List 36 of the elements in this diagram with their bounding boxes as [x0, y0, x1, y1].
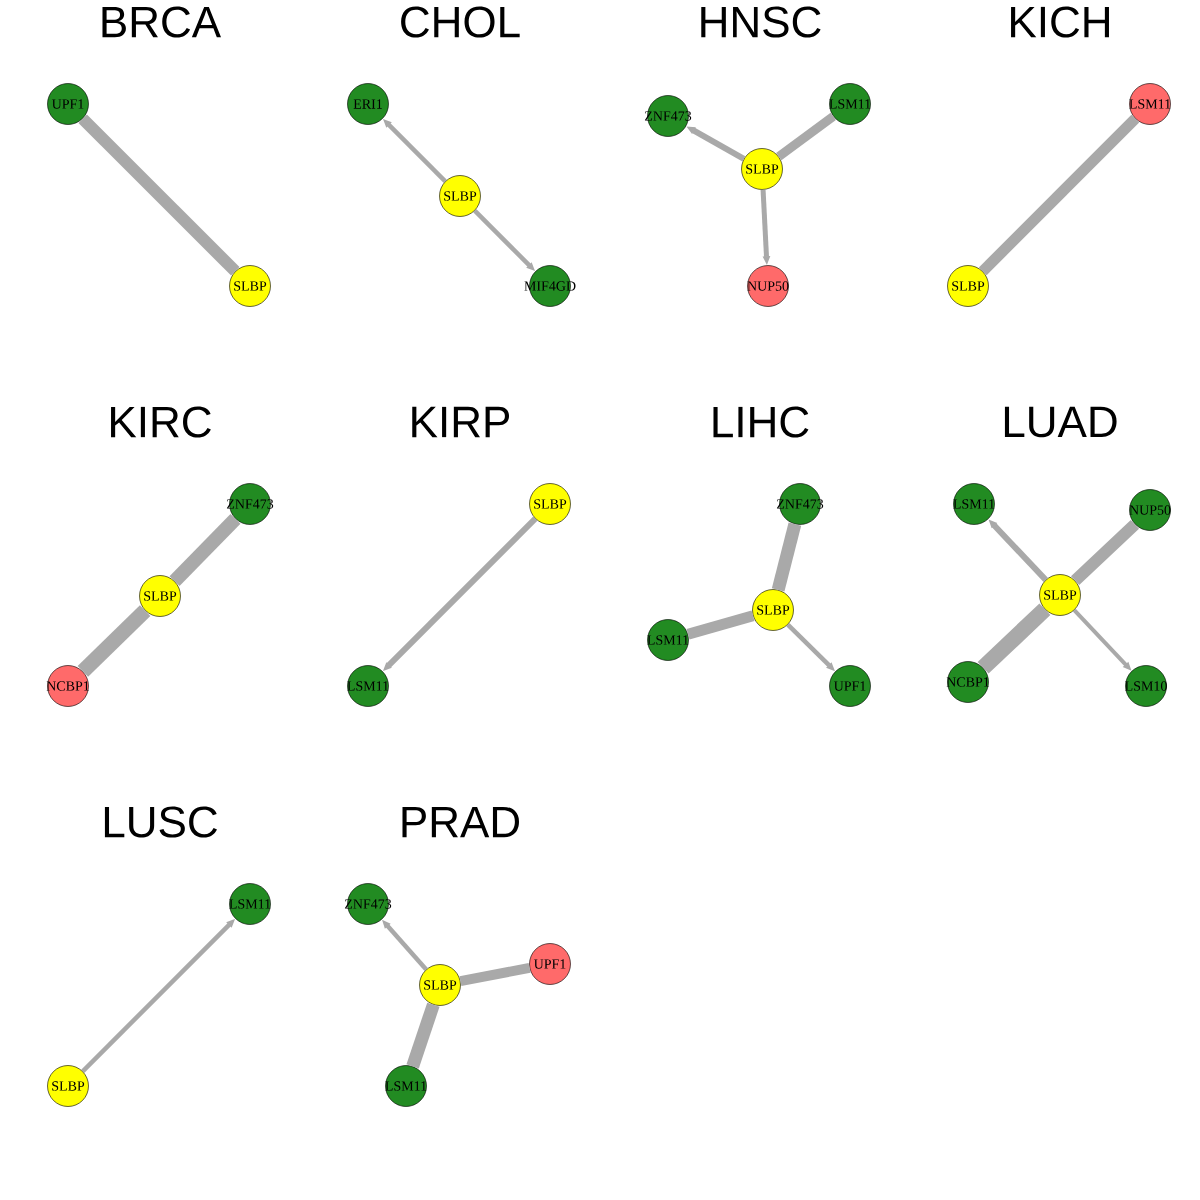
- gene-node: UPF1: [529, 943, 571, 985]
- gene-node: LSM11: [953, 483, 995, 525]
- gene-node: SLBP: [439, 175, 481, 217]
- gene-node: LSM11: [1129, 83, 1171, 125]
- panel-title: KICH: [1011, 6, 1109, 38]
- gene-node: SLBP: [529, 483, 571, 525]
- panel-title: KIRC: [111, 406, 211, 438]
- gene-node: LSM11: [647, 619, 689, 661]
- gene-node: LSM11: [229, 883, 271, 925]
- gene-node: NCBP1: [46, 665, 89, 707]
- gene-node: LSM10: [1125, 665, 1167, 707]
- gene-node: LSM11: [829, 83, 871, 125]
- gene-node: SLBP: [752, 589, 794, 631]
- gene-node: SLBP: [741, 148, 783, 190]
- gene-node: SLBP: [229, 265, 271, 307]
- panel-title: PRAD: [402, 806, 519, 838]
- panel-title: LIHC: [713, 406, 809, 438]
- gene-node: LSM11: [385, 1065, 427, 1107]
- gene-node: NUP50: [747, 265, 789, 307]
- panel-title: HNSC: [701, 6, 821, 38]
- gene-node: ERI1: [347, 83, 389, 125]
- gene-node: SLBP: [947, 265, 989, 307]
- gene-node: UPF1: [829, 665, 871, 707]
- gene-node: UPF1: [47, 83, 89, 125]
- gene-node: SLBP: [139, 575, 181, 617]
- panel-title: LUAD: [1004, 406, 1117, 438]
- panel-title: CHOL: [401, 6, 520, 38]
- gene-node: SLBP: [47, 1065, 89, 1107]
- panel-title: LUSC: [104, 806, 217, 838]
- gene-node: SLBP: [419, 964, 461, 1006]
- gene-node: LSM11: [347, 665, 389, 707]
- gene-node: NUP50: [1129, 489, 1171, 531]
- gene-node: NCBP1: [946, 661, 989, 703]
- panel-title: KIRP: [412, 406, 510, 438]
- panel-title: BRCA: [102, 6, 221, 38]
- gene-node: SLBP: [1039, 574, 1081, 616]
